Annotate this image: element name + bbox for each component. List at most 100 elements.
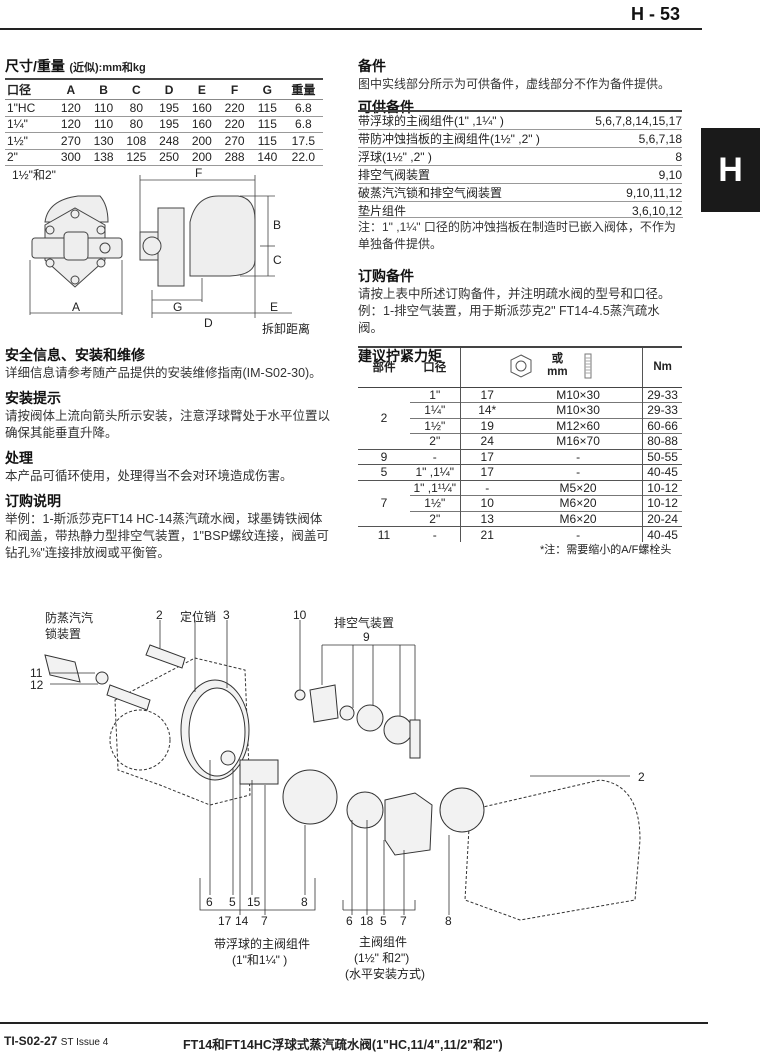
dim-cell: 80 bbox=[119, 116, 153, 133]
available-spares-note: 注：1" ,1¼" 口径的防冲蚀挡板在制造时已嵌入阀体，不作为单独备件提供。 bbox=[358, 217, 683, 253]
disposal-title: 处理 bbox=[5, 450, 33, 466]
torque-bolt: M6×20 bbox=[513, 510, 643, 527]
dim-col-header: G bbox=[250, 78, 284, 100]
bolt-icon bbox=[584, 353, 592, 379]
part-11-label: 11 bbox=[30, 666, 43, 680]
dimensions-title: 尺寸/重量 bbox=[5, 58, 65, 74]
dim-cell: 120 bbox=[54, 99, 88, 117]
torque-bolt: M6×20 bbox=[513, 495, 643, 511]
dim-cell: 1¼" bbox=[5, 116, 55, 133]
dim-cell: 6.8 bbox=[283, 116, 323, 133]
footer-code: TI-S02-27 ST Issue 4 bbox=[4, 1034, 108, 1048]
dim-cell: 270 bbox=[54, 132, 88, 150]
torque-size: 1½" bbox=[410, 417, 460, 434]
spare-item: 排空气阀装置 bbox=[358, 165, 578, 184]
torque-part: 5 bbox=[358, 464, 410, 480]
dim-cell: 300 bbox=[54, 149, 88, 166]
locating-pin-label: 定位销 bbox=[180, 610, 217, 624]
torque-header-or: 或 bbox=[551, 352, 564, 365]
ordering-title: 订购说明 bbox=[5, 493, 61, 509]
torque-nm: 29-33 bbox=[642, 386, 682, 403]
torque-header-part: 部件 bbox=[358, 346, 410, 388]
order-spares-example: 例：1-排空气装置，用于斯派莎克2" FT14-4.5蒸汽疏水阀。 bbox=[358, 304, 660, 335]
dim-col-header: 口径 bbox=[5, 78, 55, 100]
torque-note: *注：需要缩小的A/F螺栓头 bbox=[540, 544, 672, 556]
part-14-label: 14 bbox=[235, 914, 249, 928]
part-3-label: 3 bbox=[223, 608, 230, 622]
dim-cell: 248 bbox=[152, 132, 186, 150]
spare-item: 带防冲蚀挡板的主阀组件(1½" ,2" ) bbox=[358, 129, 578, 148]
dim-label-b: B bbox=[273, 218, 282, 232]
torque-af: 21 bbox=[459, 526, 514, 542]
dim-label-e: E bbox=[270, 300, 279, 314]
dim-label-a: A bbox=[72, 300, 81, 314]
dimensions-unit: (近似):mm和kg bbox=[69, 62, 146, 74]
dim-cell: 110 bbox=[87, 116, 120, 133]
dim-cell: 1"HC bbox=[5, 99, 55, 117]
dim-cell: 250 bbox=[152, 149, 186, 166]
group1-size: (1"和1¼" ) bbox=[232, 953, 288, 967]
section-tab: H bbox=[701, 128, 760, 212]
torque-nm: 80-88 bbox=[642, 433, 682, 449]
torque-nm: 20-24 bbox=[642, 510, 682, 527]
dimension-drawing bbox=[29, 175, 292, 318]
spares-section: 备件 图中实线部分所示为可供备件，虚线部分不作为备件提供。 可供备件 bbox=[358, 56, 683, 117]
spare-item: 浮球(1½" ,2" ) bbox=[358, 147, 578, 166]
torque-af: - bbox=[459, 479, 514, 496]
spare-parts: 9,10 bbox=[577, 165, 682, 184]
dim-cell: 288 bbox=[218, 149, 251, 166]
torque-row: 11-21-40-45 bbox=[358, 526, 682, 542]
torque-nm: 10-12 bbox=[642, 479, 682, 496]
dim-col-header: B bbox=[87, 78, 120, 100]
spare-parts: 5,6,7,8,14,15,17 bbox=[577, 110, 682, 130]
dim-cell: 138 bbox=[87, 149, 120, 166]
dim-cell: 160 bbox=[185, 116, 219, 133]
dim-cell: 6.8 bbox=[283, 99, 323, 117]
torque-nm: 29-33 bbox=[642, 402, 682, 418]
torque-af: 17 bbox=[459, 464, 514, 480]
dim-col-header: C bbox=[119, 78, 153, 100]
dim-label-g: G bbox=[173, 300, 183, 314]
dim-col-header: A bbox=[54, 78, 88, 100]
part-7b-label: 7 bbox=[400, 914, 407, 928]
anti-steam-lock-label: 防蒸汽汽锁装置 bbox=[45, 610, 93, 642]
torque-bolt: - bbox=[513, 464, 643, 480]
dim-cell: 115 bbox=[250, 99, 284, 117]
drawing-size-label: 1½"和2" bbox=[12, 168, 56, 182]
torque-bolt: M10×30 bbox=[513, 402, 643, 418]
spare-parts: 8 bbox=[577, 147, 682, 166]
part-9-label: 9 bbox=[363, 630, 370, 644]
torque-bolt: M12×60 bbox=[513, 417, 643, 434]
part-6-label: 6 bbox=[206, 895, 213, 909]
dimensions-heading: 尺寸/重量 (近似):mm和kg bbox=[5, 56, 146, 76]
air-vent-label: 排空气装置 bbox=[334, 616, 395, 630]
spare-row: 浮球(1½" ,2" )8 bbox=[358, 147, 682, 166]
spare-item: 带浮球的主阀组件(1" ,1¼" ) bbox=[358, 110, 578, 130]
anti-lock-line1: 防蒸汽汽 bbox=[45, 611, 94, 625]
spares-title: 备件 bbox=[358, 58, 386, 74]
safety-title: 安全信息、安装和维修 bbox=[5, 347, 145, 363]
part-17-label: 17 bbox=[218, 914, 232, 928]
dim-cell: 22.0 bbox=[283, 149, 323, 166]
dim-cell: 195 bbox=[152, 116, 186, 133]
dim-cell: 120 bbox=[54, 116, 88, 133]
torque-af: 24 bbox=[459, 433, 514, 449]
part-10-label: 10 bbox=[293, 608, 307, 622]
dim-cell: 115 bbox=[250, 132, 284, 150]
dim-cell: 130 bbox=[87, 132, 120, 150]
torque-size: 1½" bbox=[410, 495, 460, 511]
doc-issue: ST Issue 4 bbox=[60, 1037, 109, 1048]
safety-section: 安全信息、安装和维修 详细信息请参考随产品提供的安装维修指南(IM-S02-30… bbox=[5, 345, 330, 562]
part-8-label: 8 bbox=[301, 895, 308, 909]
